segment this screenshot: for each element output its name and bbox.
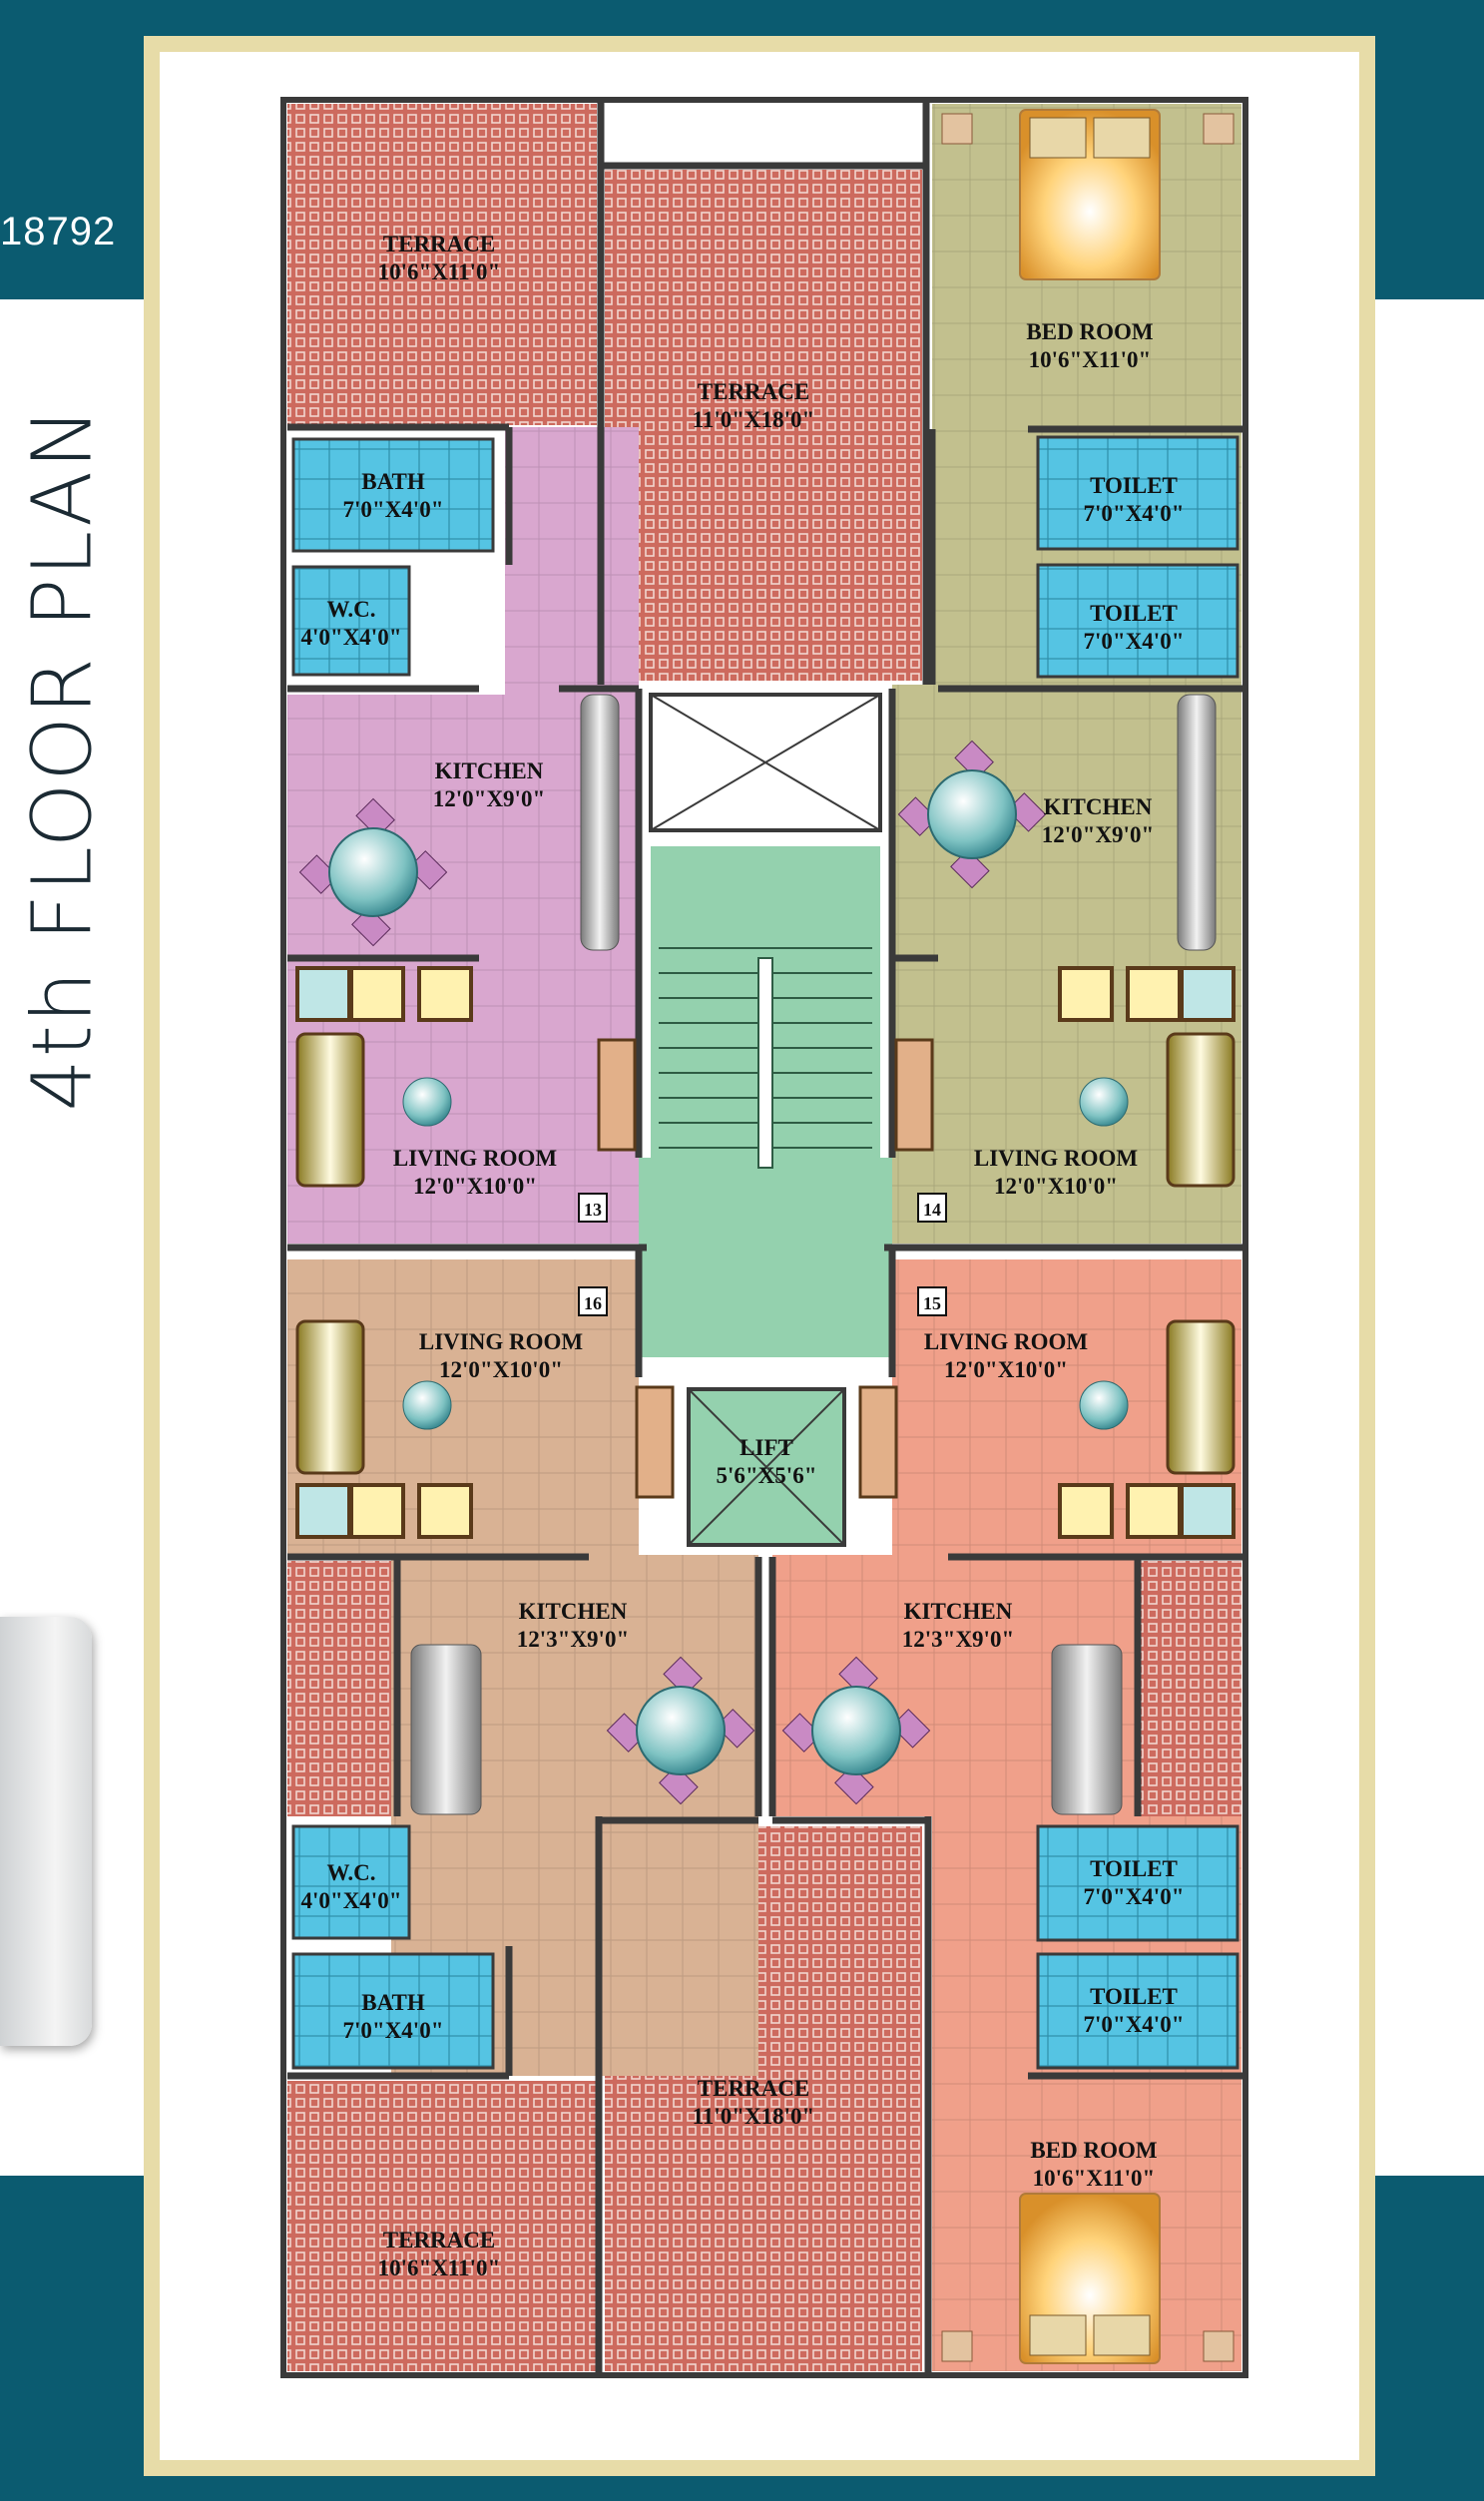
- duct-16: [410, 1644, 482, 1815]
- living-13-name: LIVING ROOM: [393, 1146, 557, 1171]
- kitchen-16-dim: 12'3"X9'0": [517, 1627, 629, 1652]
- terrace-bottom-center-name: TERRACE: [698, 2076, 809, 2101]
- bath-bottom-name: BATH: [361, 1990, 425, 2015]
- wc-top-name: W.C.: [327, 597, 376, 622]
- toilet-top-right-2: [1036, 563, 1239, 679]
- unit-16-number: 16: [584, 1293, 602, 1313]
- kitchen-13-dim: 12'0"X9'0": [433, 786, 545, 811]
- living-14-dim: 12'0"X10'0": [994, 1174, 1118, 1199]
- bath-bottom-dim: 7'0"X4'0": [343, 2018, 444, 2043]
- wc-bottom: [291, 1824, 411, 1940]
- tv-unit-icon: [894, 1038, 934, 1152]
- toilet-br1-dim: 7'0"X4'0": [1084, 1884, 1185, 1909]
- terrace-strip-left: [287, 1561, 391, 1816]
- terrace-bottom-left-dim: 10'6"X11'0": [378, 2255, 501, 2280]
- unit-16-box: [578, 1286, 608, 1316]
- wc-bottom-dim: 4'0"X4'0": [301, 1888, 402, 1913]
- unit-13-number: 13: [584, 1200, 602, 1220]
- kitchen-16-name: KITCHEN: [519, 1599, 628, 1624]
- dining-table-icon: [781, 1656, 931, 1805]
- sofa-icon: [1058, 1319, 1236, 1539]
- unit-13-box: [578, 1193, 608, 1223]
- wc-bottom-name: W.C.: [327, 1860, 376, 1885]
- living-13-dim: 12'0"X10'0": [413, 1174, 537, 1199]
- terrace-top-left: [287, 104, 597, 425]
- terrace-top-center-dim: 11'0"X18'0": [693, 407, 815, 432]
- terrace-strip-right: [1138, 1561, 1241, 1816]
- bath-top-dim: 7'0"X4'0": [343, 497, 444, 522]
- toilet-br2-name: TOILET: [1090, 1984, 1178, 2009]
- terrace-bottom-left-name: TERRACE: [383, 2228, 495, 2252]
- tv-unit-icon: [597, 1038, 637, 1152]
- living-16-dim: 12'0"X10'0": [439, 1357, 563, 1382]
- unit-15-box: [917, 1286, 947, 1316]
- toilet-top-right-1: [1036, 435, 1239, 551]
- tv-unit-icon: [858, 1385, 898, 1499]
- tv-unit-icon: [635, 1385, 675, 1499]
- duct-14: [1177, 694, 1217, 951]
- toilet-bottom-right-2: [1036, 1952, 1239, 2070]
- dining-table-icon: [298, 797, 448, 947]
- dining-table-icon: [606, 1656, 755, 1805]
- wc-top: [291, 565, 411, 677]
- toilet-tr1-dim: 7'0"X4'0": [1084, 501, 1185, 526]
- terrace-bottom-center-dim: 11'0"X18'0": [693, 2104, 815, 2129]
- kitchen-14-dim: 12'0"X9'0": [1042, 822, 1154, 847]
- bath-top: [291, 437, 495, 553]
- lift-dim: 5'6"X5'6": [717, 1463, 817, 1488]
- bed-top-name: BED ROOM: [1026, 319, 1153, 344]
- toilet-tr2-dim: 7'0"X4'0": [1084, 629, 1185, 654]
- bath-bottom: [291, 1952, 495, 2070]
- sofa-icon: [295, 1319, 473, 1539]
- toilet-br1-name: TOILET: [1090, 1856, 1178, 1881]
- kitchen-15-name: KITCHEN: [904, 1599, 1013, 1624]
- bed-icon: [941, 2193, 1235, 2364]
- terrace-top-left-name: TERRACE: [383, 232, 495, 256]
- bed-top-dim: 10'6"X11'0": [1029, 347, 1152, 372]
- sofa-icon: [295, 966, 473, 1188]
- bed-bottom-dim: 10'6"X11'0": [1033, 2166, 1156, 2191]
- stair-treads: [659, 947, 872, 1169]
- living-15-name: LIVING ROOM: [924, 1329, 1088, 1354]
- duct-15: [1051, 1644, 1123, 1815]
- terrace-bottom-left: [287, 2081, 597, 2371]
- toilet-tr1-name: TOILET: [1090, 473, 1178, 498]
- brochure-decoration: [0, 1617, 92, 2046]
- living-14-name: LIVING ROOM: [974, 1146, 1138, 1171]
- kitchen-15-dim: 12'3"X9'0": [902, 1627, 1014, 1652]
- terrace-top-left-dim: 10'6"X11'0": [378, 259, 501, 284]
- toilet-tr2-name: TOILET: [1090, 601, 1178, 626]
- sofa-icon: [1058, 966, 1236, 1188]
- terrace-top-center: [605, 170, 922, 681]
- dining-table-icon: [897, 740, 1047, 889]
- wc-top-dim: 4'0"X4'0": [301, 625, 402, 650]
- living-15-dim: 12'0"X10'0": [944, 1357, 1068, 1382]
- duct-13: [580, 694, 620, 951]
- toilet-br2-dim: 7'0"X4'0": [1084, 2012, 1185, 2037]
- phone-number-partial: 18792: [0, 210, 117, 253]
- bed-icon: [941, 109, 1235, 280]
- kitchen-13-name: KITCHEN: [435, 758, 544, 783]
- walls: [287, 100, 1245, 2375]
- lift-name: LIFT: [740, 1435, 793, 1460]
- bath-top-name: BATH: [361, 469, 425, 494]
- bed-bottom-name: BED ROOM: [1030, 2138, 1157, 2163]
- unit-14-number: 14: [923, 1200, 941, 1220]
- kitchen-14-name: KITCHEN: [1044, 794, 1153, 819]
- toilet-bottom-right-1: [1036, 1824, 1239, 1942]
- unit-14-box: [917, 1193, 947, 1223]
- unit-15-number: 15: [923, 1293, 941, 1313]
- terrace-top-center-name: TERRACE: [698, 379, 809, 404]
- living-16-name: LIVING ROOM: [419, 1329, 583, 1354]
